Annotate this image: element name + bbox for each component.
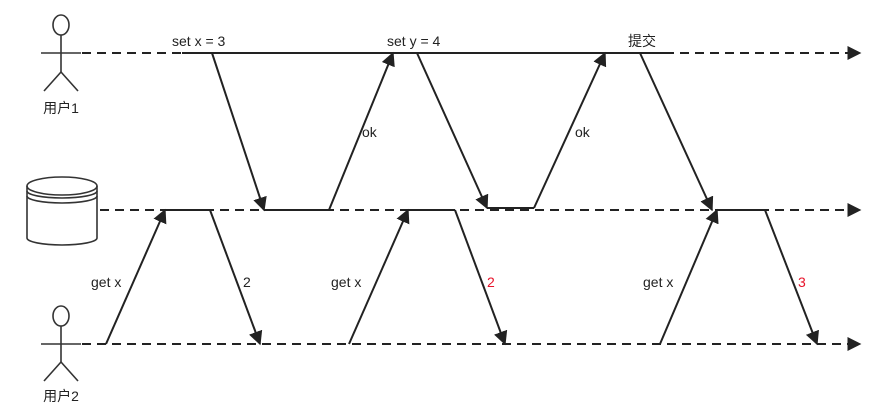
user1-actor-icon bbox=[41, 14, 81, 92]
get-x-arrow-3 bbox=[659, 208, 719, 345]
ok1-label: ok bbox=[362, 124, 378, 140]
result-arrow-2 bbox=[454, 209, 508, 346]
result-label-2: 2 bbox=[487, 274, 495, 290]
result-arrow-1 bbox=[209, 209, 263, 346]
set-y-label: set y = 4 bbox=[387, 33, 441, 49]
user2-actor-icon bbox=[41, 305, 81, 382]
get-x-label-2: get x bbox=[331, 274, 361, 290]
get-x-label-3: get x bbox=[643, 274, 673, 290]
get-x-label-1: get x bbox=[91, 274, 121, 290]
user2-label: 用户2 bbox=[43, 388, 79, 404]
ok2-arrow bbox=[533, 51, 607, 209]
database-timeline bbox=[100, 203, 862, 217]
commit-arrow bbox=[639, 52, 714, 212]
result-arrow-3 bbox=[764, 209, 819, 346]
ok1-arrow bbox=[328, 51, 395, 211]
database-icon bbox=[26, 176, 98, 246]
result-label-3: 3 bbox=[798, 274, 806, 290]
ok2-label: ok bbox=[575, 124, 591, 140]
set-x-label: set x = 3 bbox=[172, 33, 226, 49]
set-y-arrow bbox=[416, 52, 489, 210]
user1-label: 用户1 bbox=[43, 100, 79, 116]
result-label-1: 2 bbox=[243, 274, 251, 290]
set-x-arrow bbox=[211, 52, 267, 212]
get-x-arrow-1 bbox=[105, 208, 167, 345]
commit-label: 提交 bbox=[628, 33, 656, 49]
get-x-arrow-2 bbox=[348, 208, 410, 345]
